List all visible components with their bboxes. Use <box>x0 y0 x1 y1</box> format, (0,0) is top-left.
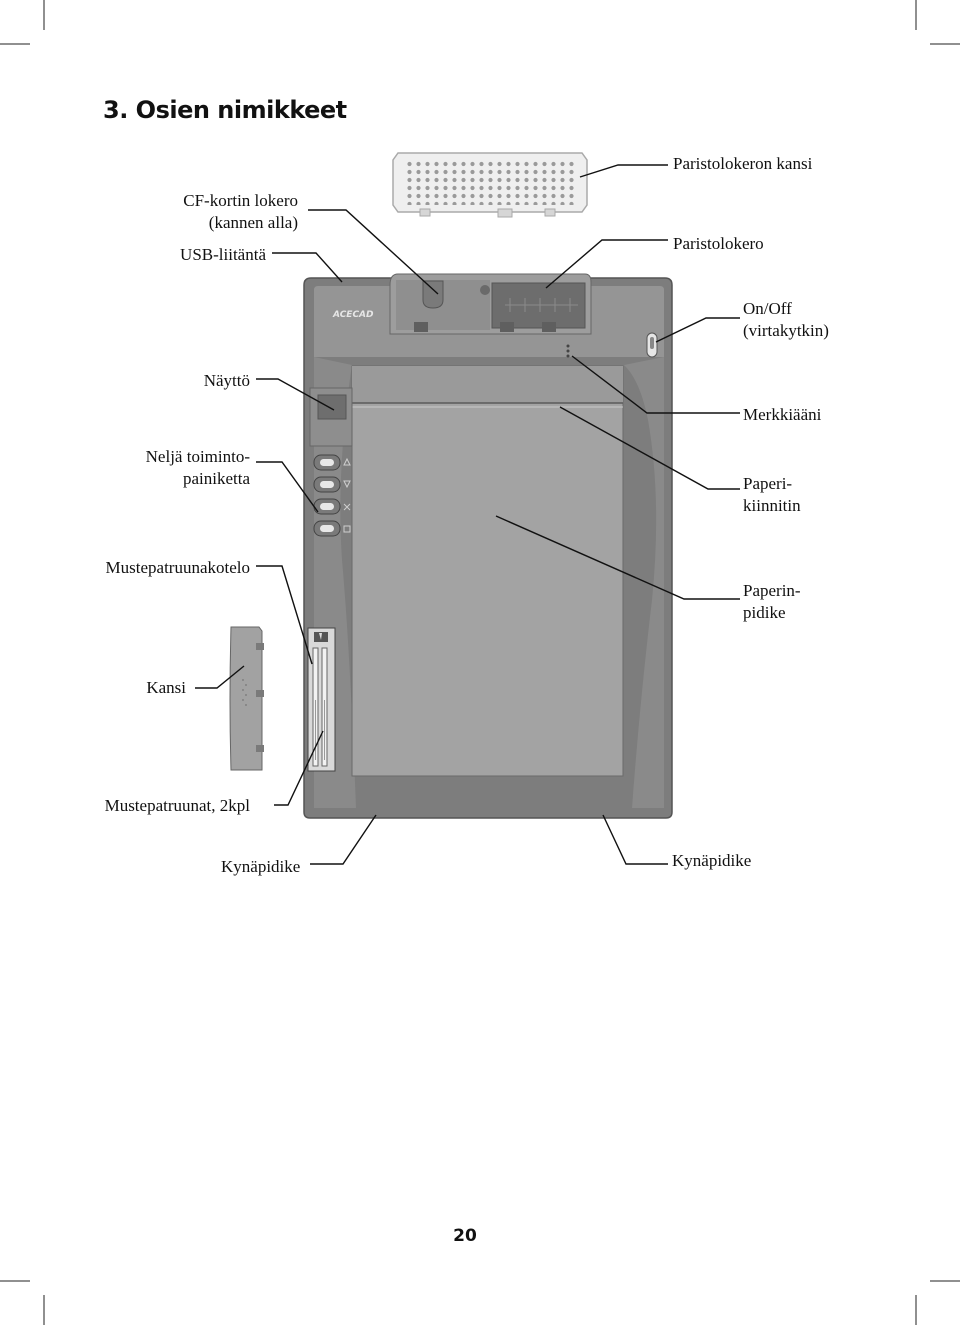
label-paper-clip: Paperi- kiinnitin <box>743 473 801 517</box>
label-onoff-line2: (virtakytkin) <box>743 321 829 340</box>
label-clip-line2: kiinnitin <box>743 496 801 515</box>
ink-cartridge-slot <box>307 627 336 772</box>
label-ink-case: Mustepatruunakotelo <box>105 558 250 577</box>
page-heading: 3. Osien nimikkeet <box>103 96 347 124</box>
label-cf-card: CF-kortin lokero (kannen alla) <box>183 190 298 234</box>
label-pen-holder-right: Kynäpidike <box>672 851 752 870</box>
label-pen-holder-left: Kynäpidike <box>221 857 301 876</box>
device-body <box>303 273 673 819</box>
battery-cover-part <box>392 152 588 218</box>
label-cf-line2: (kannen alla) <box>208 213 298 232</box>
label-battery: Paristolokero <box>673 234 764 253</box>
label-buttons-line2: painiketta <box>182 469 250 488</box>
label-display: Näyttö <box>203 371 250 390</box>
ink-cover-part <box>229 626 264 771</box>
label-buttons-line1: Neljä toiminto- <box>145 447 250 466</box>
page-number: 20 <box>453 1226 477 1246</box>
label-onoff-line1: On/Off <box>743 299 792 318</box>
label-cover: Kansi <box>146 678 186 697</box>
label-beeper: Merkkiääni <box>743 405 822 424</box>
label-function-buttons: Neljä toiminto- painiketta <box>146 446 250 490</box>
function-buttons <box>313 454 351 537</box>
label-onoff: On/Off (virtakytkin) <box>743 298 829 342</box>
brand-logo: ACECAD <box>332 310 374 320</box>
leader-lines <box>195 164 740 865</box>
label-paper-holder: Paperin- pidike <box>743 580 801 624</box>
label-cf-line1: CF-kortin lokero <box>183 191 298 210</box>
label-clip-line1: Paperi- <box>743 474 793 493</box>
label-battery-cover: Paristolokeron kansi <box>673 154 813 173</box>
label-holder-line1: Paperin- <box>743 581 801 600</box>
label-usb: USB-liitäntä <box>180 245 266 264</box>
label-holder-line2: pidike <box>743 603 786 622</box>
label-ink-cartridges: Mustepatruunat, 2kpl <box>104 796 250 815</box>
